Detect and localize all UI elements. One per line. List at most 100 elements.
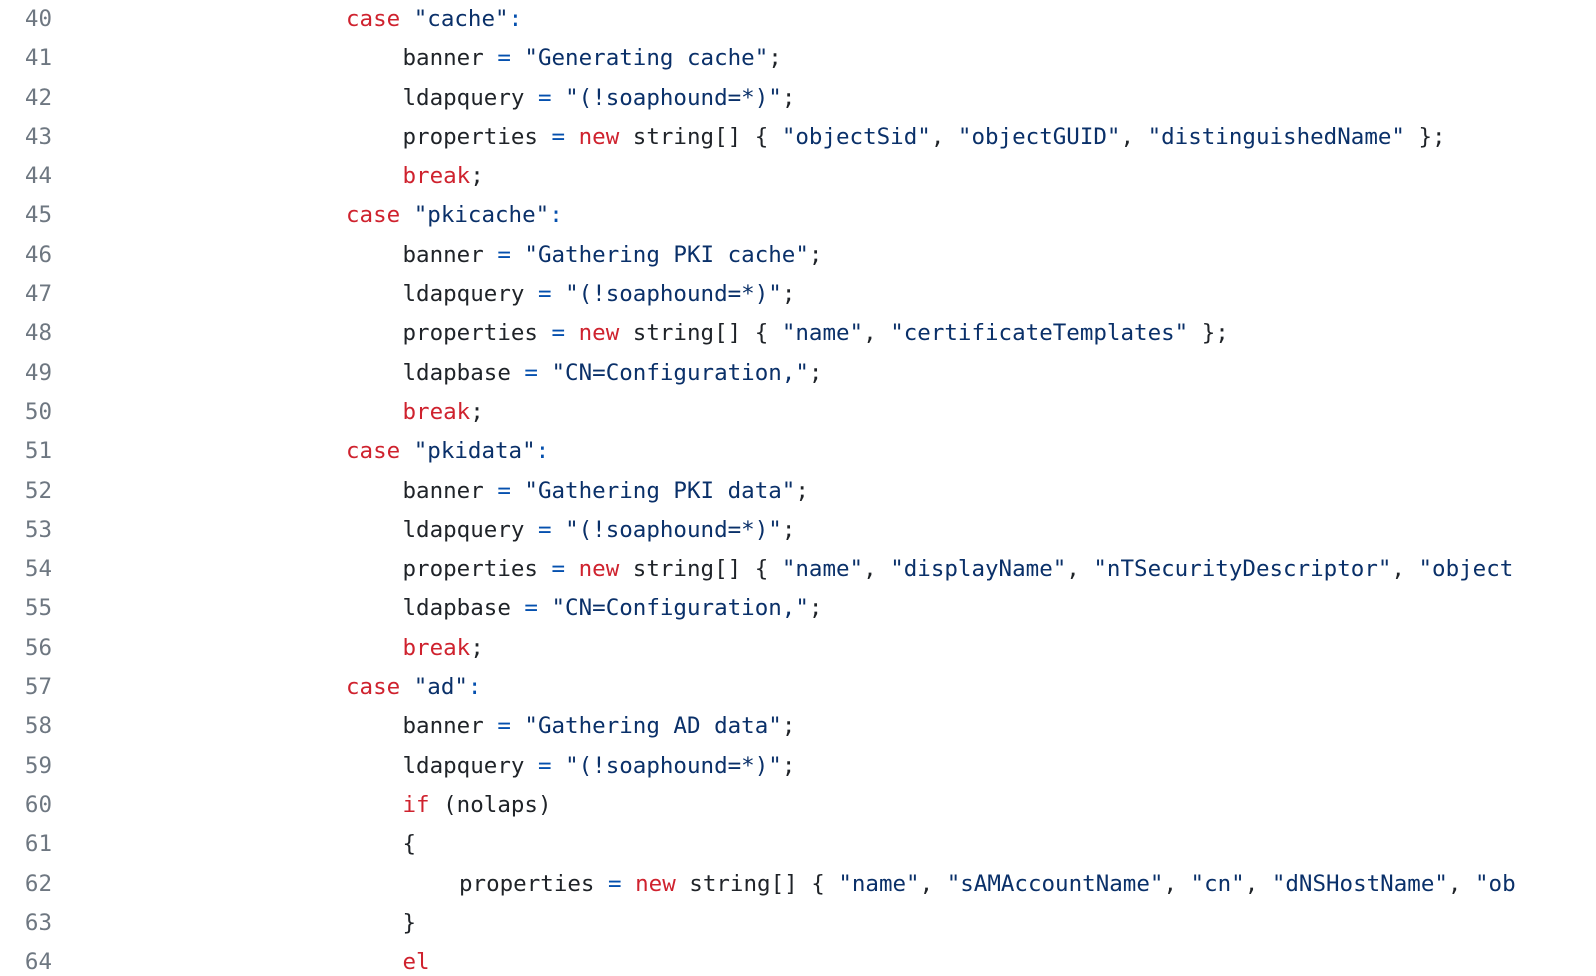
code-token-kw: case [346, 674, 401, 701]
code-token-kw: el [402, 949, 430, 976]
code-text: properties = new string[] { "name", "sAM… [346, 865, 1596, 904]
code-token-kw: break [402, 398, 471, 425]
code-token-plain: ; [781, 516, 796, 543]
code-text: ldapquery = "(!soaphound=*)"; [346, 747, 1596, 786]
line-number: 62 [24, 870, 52, 897]
code-token-str: "CN=Configuration," [551, 359, 809, 386]
code-text: ldapbase = "CN=Configuration,"; [346, 589, 1596, 628]
code-token-op: = [497, 241, 511, 268]
code-token-plain: { [402, 831, 417, 858]
code-text: break; [346, 157, 1596, 196]
code-text: case "pkidata": [346, 432, 1596, 471]
code-token-plain: , [863, 320, 891, 347]
code-token-op: = [551, 556, 566, 583]
code-token-op: = [608, 870, 622, 897]
code-token-plain: , [1391, 556, 1419, 583]
code-token-plain: ldapquery [402, 752, 538, 779]
code-token-str: "objectSid" [781, 123, 931, 150]
code-token-op: : [467, 674, 482, 701]
code-text: banner = "Gathering PKI cache"; [346, 236, 1596, 275]
code-token-op: = [537, 84, 552, 111]
code-token-plain: , [1066, 556, 1094, 583]
line-number: 44 [24, 163, 52, 190]
code-token-plain: banner [402, 241, 498, 268]
code-text: ldapquery = "(!soaphound=*)"; [346, 79, 1596, 118]
code-token-op: = [497, 713, 511, 740]
code-token-plain: ldapquery [402, 281, 538, 308]
line-number: 55 [24, 595, 52, 622]
code-token-plain [552, 517, 566, 543]
code-token-plain: ; [781, 752, 796, 779]
code-text: case "pkicache": [346, 196, 1596, 235]
code-line: 40 case "cache": [0, 0, 1596, 39]
code-token-plain: ; [781, 281, 796, 308]
code-token-str: "Generating cache" [524, 45, 769, 72]
code-line: 53 ldapquery = "(!soaphound=*)"; [0, 511, 1596, 550]
code-text: case "ad": [346, 668, 1596, 707]
code-token-str: "(!soaphound=*)" [565, 516, 782, 543]
code-text: ldapquery = "(!soaphound=*)"; [346, 511, 1596, 550]
code-token-plain [511, 45, 525, 71]
code-token-op: = [537, 281, 552, 308]
code-text: el [346, 943, 1596, 976]
code-token-str: "dNSHostName" [1271, 870, 1448, 897]
code-token-plain: ldapbase [402, 359, 525, 386]
code-token-kw: new [578, 556, 620, 583]
code-token-plain [511, 242, 525, 268]
line-number: 41 [24, 45, 52, 72]
code-text: case "cache": [346, 0, 1596, 39]
code-token-plain: ; [781, 713, 796, 740]
line-number: 47 [24, 281, 52, 308]
code-token-plain [400, 438, 414, 464]
code-token-plain: ; [808, 241, 823, 268]
code-token-plain: properties [459, 870, 609, 897]
line-number: 58 [24, 713, 52, 740]
line-number: 43 [24, 123, 52, 150]
code-token-plain: (nolaps) [429, 791, 552, 818]
code-token-plain: }; [1188, 320, 1229, 347]
code-text: break; [346, 629, 1596, 668]
code-token-op: = [551, 123, 566, 150]
line-number: 60 [24, 791, 52, 818]
line-number: 63 [24, 909, 52, 936]
code-text: banner = "Generating cache"; [346, 39, 1596, 78]
line-number: 51 [24, 438, 52, 465]
code-token-plain: string[] { [619, 556, 782, 583]
code-token-str: "name" [838, 870, 920, 897]
code-token-plain: , [919, 870, 947, 897]
code-token-plain: banner [402, 45, 498, 72]
code-token-str: "certificateTemplates" [890, 320, 1189, 347]
code-token-plain: , [863, 556, 891, 583]
line-number: 40 [24, 6, 52, 32]
code-token-str: "ad" [413, 674, 468, 701]
code-text: ldapquery = "(!soaphound=*)"; [346, 275, 1596, 314]
code-token-op: = [524, 359, 538, 386]
code-text: } [346, 904, 1596, 943]
code-token-kw: new [578, 123, 620, 150]
code-token-plain [400, 674, 414, 700]
code-token-plain: string[] { [675, 870, 839, 897]
code-token-op: = [537, 516, 552, 543]
line-number: 53 [24, 516, 52, 543]
code-token-plain: , [930, 123, 958, 150]
code-token-plain [552, 281, 566, 307]
code-line: 51 case "pkidata": [0, 432, 1596, 471]
code-token-plain: ; [470, 163, 484, 190]
line-number: 46 [24, 241, 52, 268]
code-line: 47 ldapquery = "(!soaphound=*)"; [0, 275, 1596, 314]
code-text: banner = "Gathering AD data"; [346, 707, 1596, 746]
code-token-plain: properties [402, 123, 552, 150]
code-token-plain: string[] { [619, 320, 782, 347]
line-number: 52 [24, 477, 52, 504]
code-token-plain: properties [402, 320, 552, 347]
code-token-str: "CN=Configuration," [551, 595, 809, 622]
code-token-plain [565, 124, 579, 150]
line-number: 64 [24, 949, 52, 976]
